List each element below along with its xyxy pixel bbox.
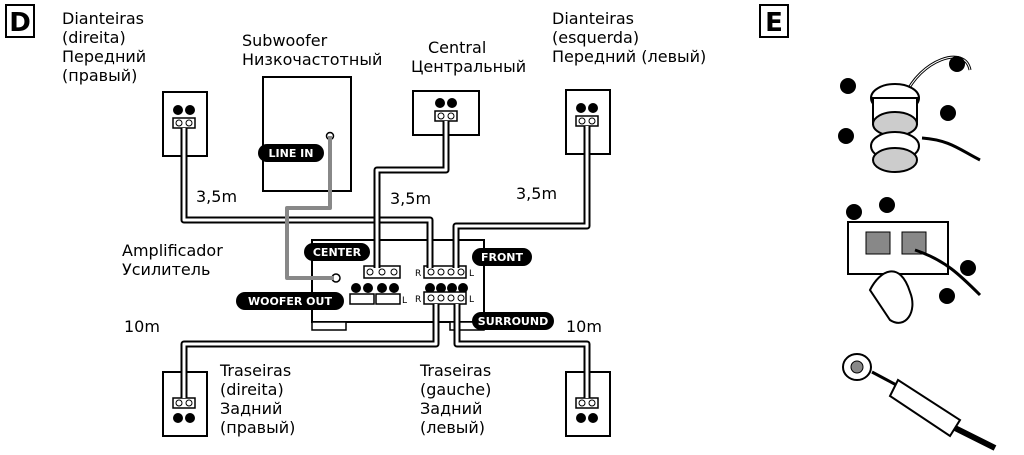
rear-right-line-4: (правый) — [220, 418, 295, 437]
surround-r-mark: R — [415, 295, 421, 305]
front-right-line-3: Передний — [62, 47, 146, 66]
front-left-line-3: Передний (левый) — [552, 47, 706, 66]
rear-right-line-3: Задний — [220, 399, 282, 418]
center-line-1: Central — [428, 38, 486, 57]
distance-front-right: 3,5m — [196, 187, 237, 206]
center-l-mark: L — [402, 296, 407, 306]
front-left-line-1: Dianteiras — [552, 9, 634, 28]
center-tag: CENTER — [304, 243, 370, 261]
front-text: FRONT — [481, 251, 524, 264]
center-text: CENTER — [313, 246, 362, 259]
section-e-letter: E — [765, 8, 783, 38]
subwoofer-line-2: Низкочастотный — [242, 50, 382, 69]
center-label: Central Центральный — [411, 38, 526, 76]
amplifier-line-1: Amplificador — [122, 241, 223, 260]
front-right-line-2: (direita) — [62, 28, 126, 47]
front-left-line-2: (esquerda) — [552, 28, 639, 47]
distance-center: 3,5m — [390, 189, 431, 208]
surround-tag: SURROUND — [472, 312, 554, 330]
front-right-speaker — [162, 91, 208, 157]
subwoofer-box — [262, 76, 352, 192]
front-tag: FRONT — [472, 248, 532, 266]
section-e-marker: E — [759, 4, 789, 38]
rear-left-line-3: Задний — [420, 399, 482, 418]
woofer-out-text: WOOFER OUT — [248, 295, 332, 308]
center-line-2: Центральный — [411, 57, 526, 76]
front-right-line-4: (правый) — [62, 66, 137, 85]
rear-right-label: Traseiras (direita) Задний (правый) — [219, 361, 295, 437]
rear-left-line-1: Traseiras — [419, 361, 491, 380]
subwoofer-line-1: Subwoofer — [242, 31, 328, 50]
amplifier-line-2: Усилитель — [122, 260, 210, 279]
distance-rear-right: 10m — [124, 317, 160, 336]
speaker-wires — [180, 121, 591, 398]
distance-front-left: 3,5m — [516, 184, 557, 203]
distance-rear-left: 10m — [566, 317, 602, 336]
front-left-speaker — [565, 89, 611, 155]
front-right-label: Dianteiras (direita) Передний (правый) — [62, 9, 146, 85]
subwoofer-label: Subwoofer Низкочастотный — [242, 31, 382, 69]
rear-left-line-2: (gauche) — [420, 380, 491, 399]
section-d-letter: D — [9, 8, 31, 38]
front-left-label: Dianteiras (esquerda) Передний (левый) — [552, 9, 706, 66]
rear-left-label: Traseiras (gauche) Задний (левый) — [419, 361, 491, 437]
line-in-tag: LINE IN — [258, 144, 324, 162]
front-right-line-1: Dianteiras — [62, 9, 144, 28]
front-r-mark: R — [415, 269, 421, 279]
line-in-text: LINE IN — [269, 147, 314, 160]
rear-right-line-2: (direita) — [220, 380, 284, 399]
surround-text: SURROUND — [478, 315, 548, 328]
section-d-marker: D — [5, 4, 35, 38]
rear-right-line-1: Traseiras — [219, 361, 291, 380]
woofer-out-tag: WOOFER OUT — [236, 292, 344, 310]
front-l-mark: L — [469, 269, 474, 279]
spring-clip-illustration — [846, 197, 982, 324]
screw-terminal-illustration — [838, 55, 981, 173]
rear-left-line-4: (левый) — [420, 418, 485, 437]
amplifier-label: Amplificador Усилитель — [122, 241, 223, 279]
rca-plug-illustration — [842, 353, 997, 451]
surround-l-mark: L — [469, 295, 474, 305]
